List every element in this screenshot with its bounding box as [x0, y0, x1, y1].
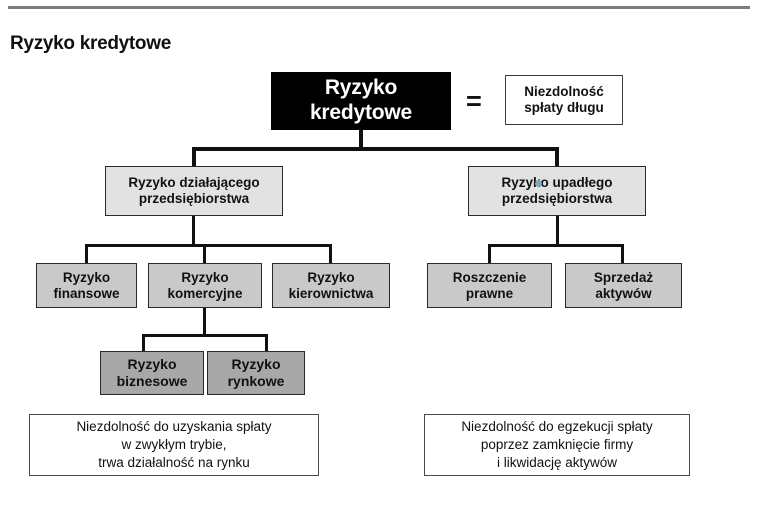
- caption-left-text: Niezdolność do uzyskania spłaty w zwykłym…: [30, 418, 318, 473]
- connector-level2-drop-right: [555, 147, 559, 167]
- caption-left-line3: trwa działalność na rynku: [98, 455, 250, 471]
- node-l3-3-line1: Ryzyko: [307, 269, 355, 285]
- node-l3-1-line2: finansowe: [53, 285, 120, 301]
- connector-l3left-bus: [85, 244, 331, 247]
- connector-l2right-stem: [556, 216, 559, 246]
- connector-level2-drop-left: [192, 147, 196, 167]
- node-l4-2-line1: Ryzyko: [231, 356, 281, 373]
- node-definition-line1: Niezdolność: [524, 84, 604, 100]
- node-l3-3-line2: kierownictwa: [288, 285, 374, 301]
- caption-left-line1: Niezdolność do uzyskania spłaty: [76, 418, 272, 434]
- caption-right-line3: i likwidację aktywów: [496, 455, 618, 471]
- caption-right-line2: poprzez zamknięcie firmy: [480, 436, 634, 452]
- connector-level4-drop-1: [142, 334, 145, 352]
- node-l2-right-line1: Ryzyko upadłego: [501, 175, 613, 191]
- node-root-line1: Ryzyko: [324, 76, 398, 100]
- node-l3-5-line1: Sprzedaż: [593, 269, 654, 285]
- node-l4-1-line2: biznesowe: [116, 373, 188, 389]
- connector-komercyjne-stem: [203, 308, 206, 336]
- mouse-cursor-dot: [535, 180, 542, 187]
- caption-left-line2: w zwykłym trybie,: [121, 436, 227, 452]
- node-l2-left-line1: Ryzyko działającego: [128, 175, 260, 191]
- node-l2-left-line2: przedsiębiorstwa: [138, 191, 250, 206]
- node-definition-line2: spłaty długu: [524, 100, 604, 115]
- node-l3-4-line2: prawne: [465, 285, 514, 301]
- connector-level2-bus: [192, 147, 559, 151]
- page-title: Ryzyko kredytowe: [10, 33, 171, 54]
- caption-box-right[interactable]: Niezdolność do egzekucji spłaty poprzez z…: [424, 414, 690, 476]
- connector-l3right-drop-2: [621, 244, 624, 264]
- connector-level4-bus: [142, 334, 267, 337]
- node-l3-1-line1: Ryzyko: [62, 269, 111, 285]
- top-divider-rule: [8, 6, 750, 9]
- node-root-line2: kredytowe: [309, 101, 413, 124]
- equals-sign: =: [466, 86, 482, 116]
- node-l4-1-line1: Ryzyko: [127, 356, 177, 373]
- connector-l2left-stem: [192, 216, 195, 246]
- node-l3-4-line1: Roszczenie: [452, 269, 527, 285]
- node-l2-right-line2: przedsiębiorstwa: [501, 191, 613, 206]
- connector-l3right-drop-1: [488, 244, 491, 264]
- node-l3-2-line1: Ryzyko: [181, 269, 229, 285]
- connector-l3left-drop-2: [203, 244, 206, 264]
- connector-l3left-drop-3: [329, 244, 332, 264]
- connector-root-stem: [359, 130, 363, 150]
- caption-right-text: Niezdolność do egzekucji spłaty poprzez z…: [425, 418, 689, 473]
- connector-l3right-bus: [488, 244, 624, 247]
- caption-right-line1: Niezdolność do egzekucji spłaty: [461, 418, 653, 434]
- node-l3-5-line2: aktywów: [595, 285, 652, 301]
- caption-box-left[interactable]: Niezdolność do uzyskania spłaty w zwykłym…: [29, 414, 319, 476]
- connector-level4-drop-2: [265, 334, 268, 352]
- node-l3-2-line2: komercyjne: [167, 285, 243, 301]
- connector-l3left-drop-1: [85, 244, 88, 264]
- node-l4-2-line2: rynkowe: [227, 373, 285, 389]
